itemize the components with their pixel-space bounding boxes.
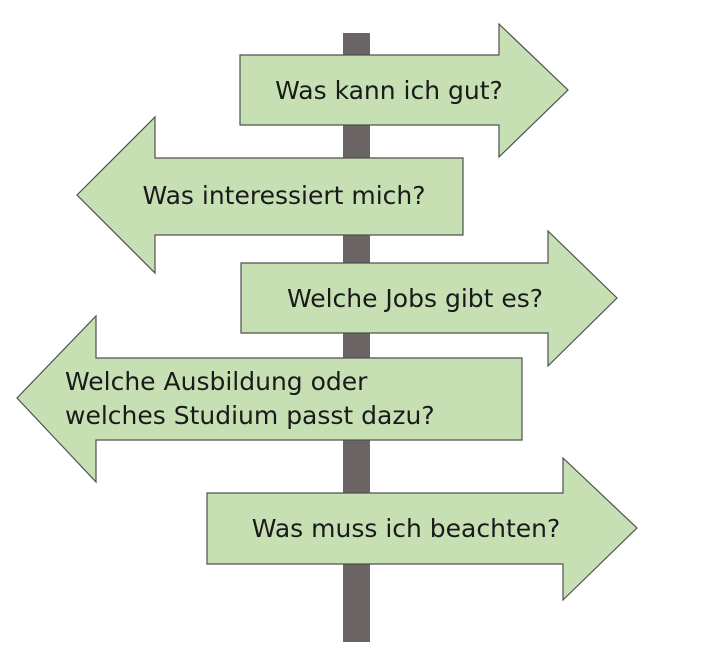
sign-arrow-1: Was kann ich gut? xyxy=(239,22,569,159)
sign-arrow-3: Welche Jobs gibt es? xyxy=(240,229,618,368)
sign-arrow-4-shape xyxy=(16,314,523,484)
sign-arrow-5: Was muss ich beachten? xyxy=(206,456,638,602)
sign-arrow-5-label: Was muss ich beachten? xyxy=(252,514,561,543)
sign-arrow-1-label: Was kann ich gut? xyxy=(275,76,503,105)
sign-arrow-4-label-line-1: Welche Ausbildung oder xyxy=(65,367,368,396)
sign-arrow-4-label-line-2: welches Studium passt dazu? xyxy=(65,401,435,430)
sign-arrow-4: Welche Ausbildung oder welches Studium p… xyxy=(16,314,523,484)
sign-arrow-1-shape xyxy=(239,22,569,159)
sign-arrow-2-label: Was interessiert mich? xyxy=(142,181,425,210)
sign-arrow-2-shape xyxy=(76,115,464,275)
sign-arrow-3-label: Welche Jobs gibt es? xyxy=(287,284,543,313)
sign-arrow-2: Was interessiert mich? xyxy=(76,115,464,275)
sign-arrow-5-shape xyxy=(206,456,638,602)
sign-arrow-3-shape xyxy=(240,229,618,368)
